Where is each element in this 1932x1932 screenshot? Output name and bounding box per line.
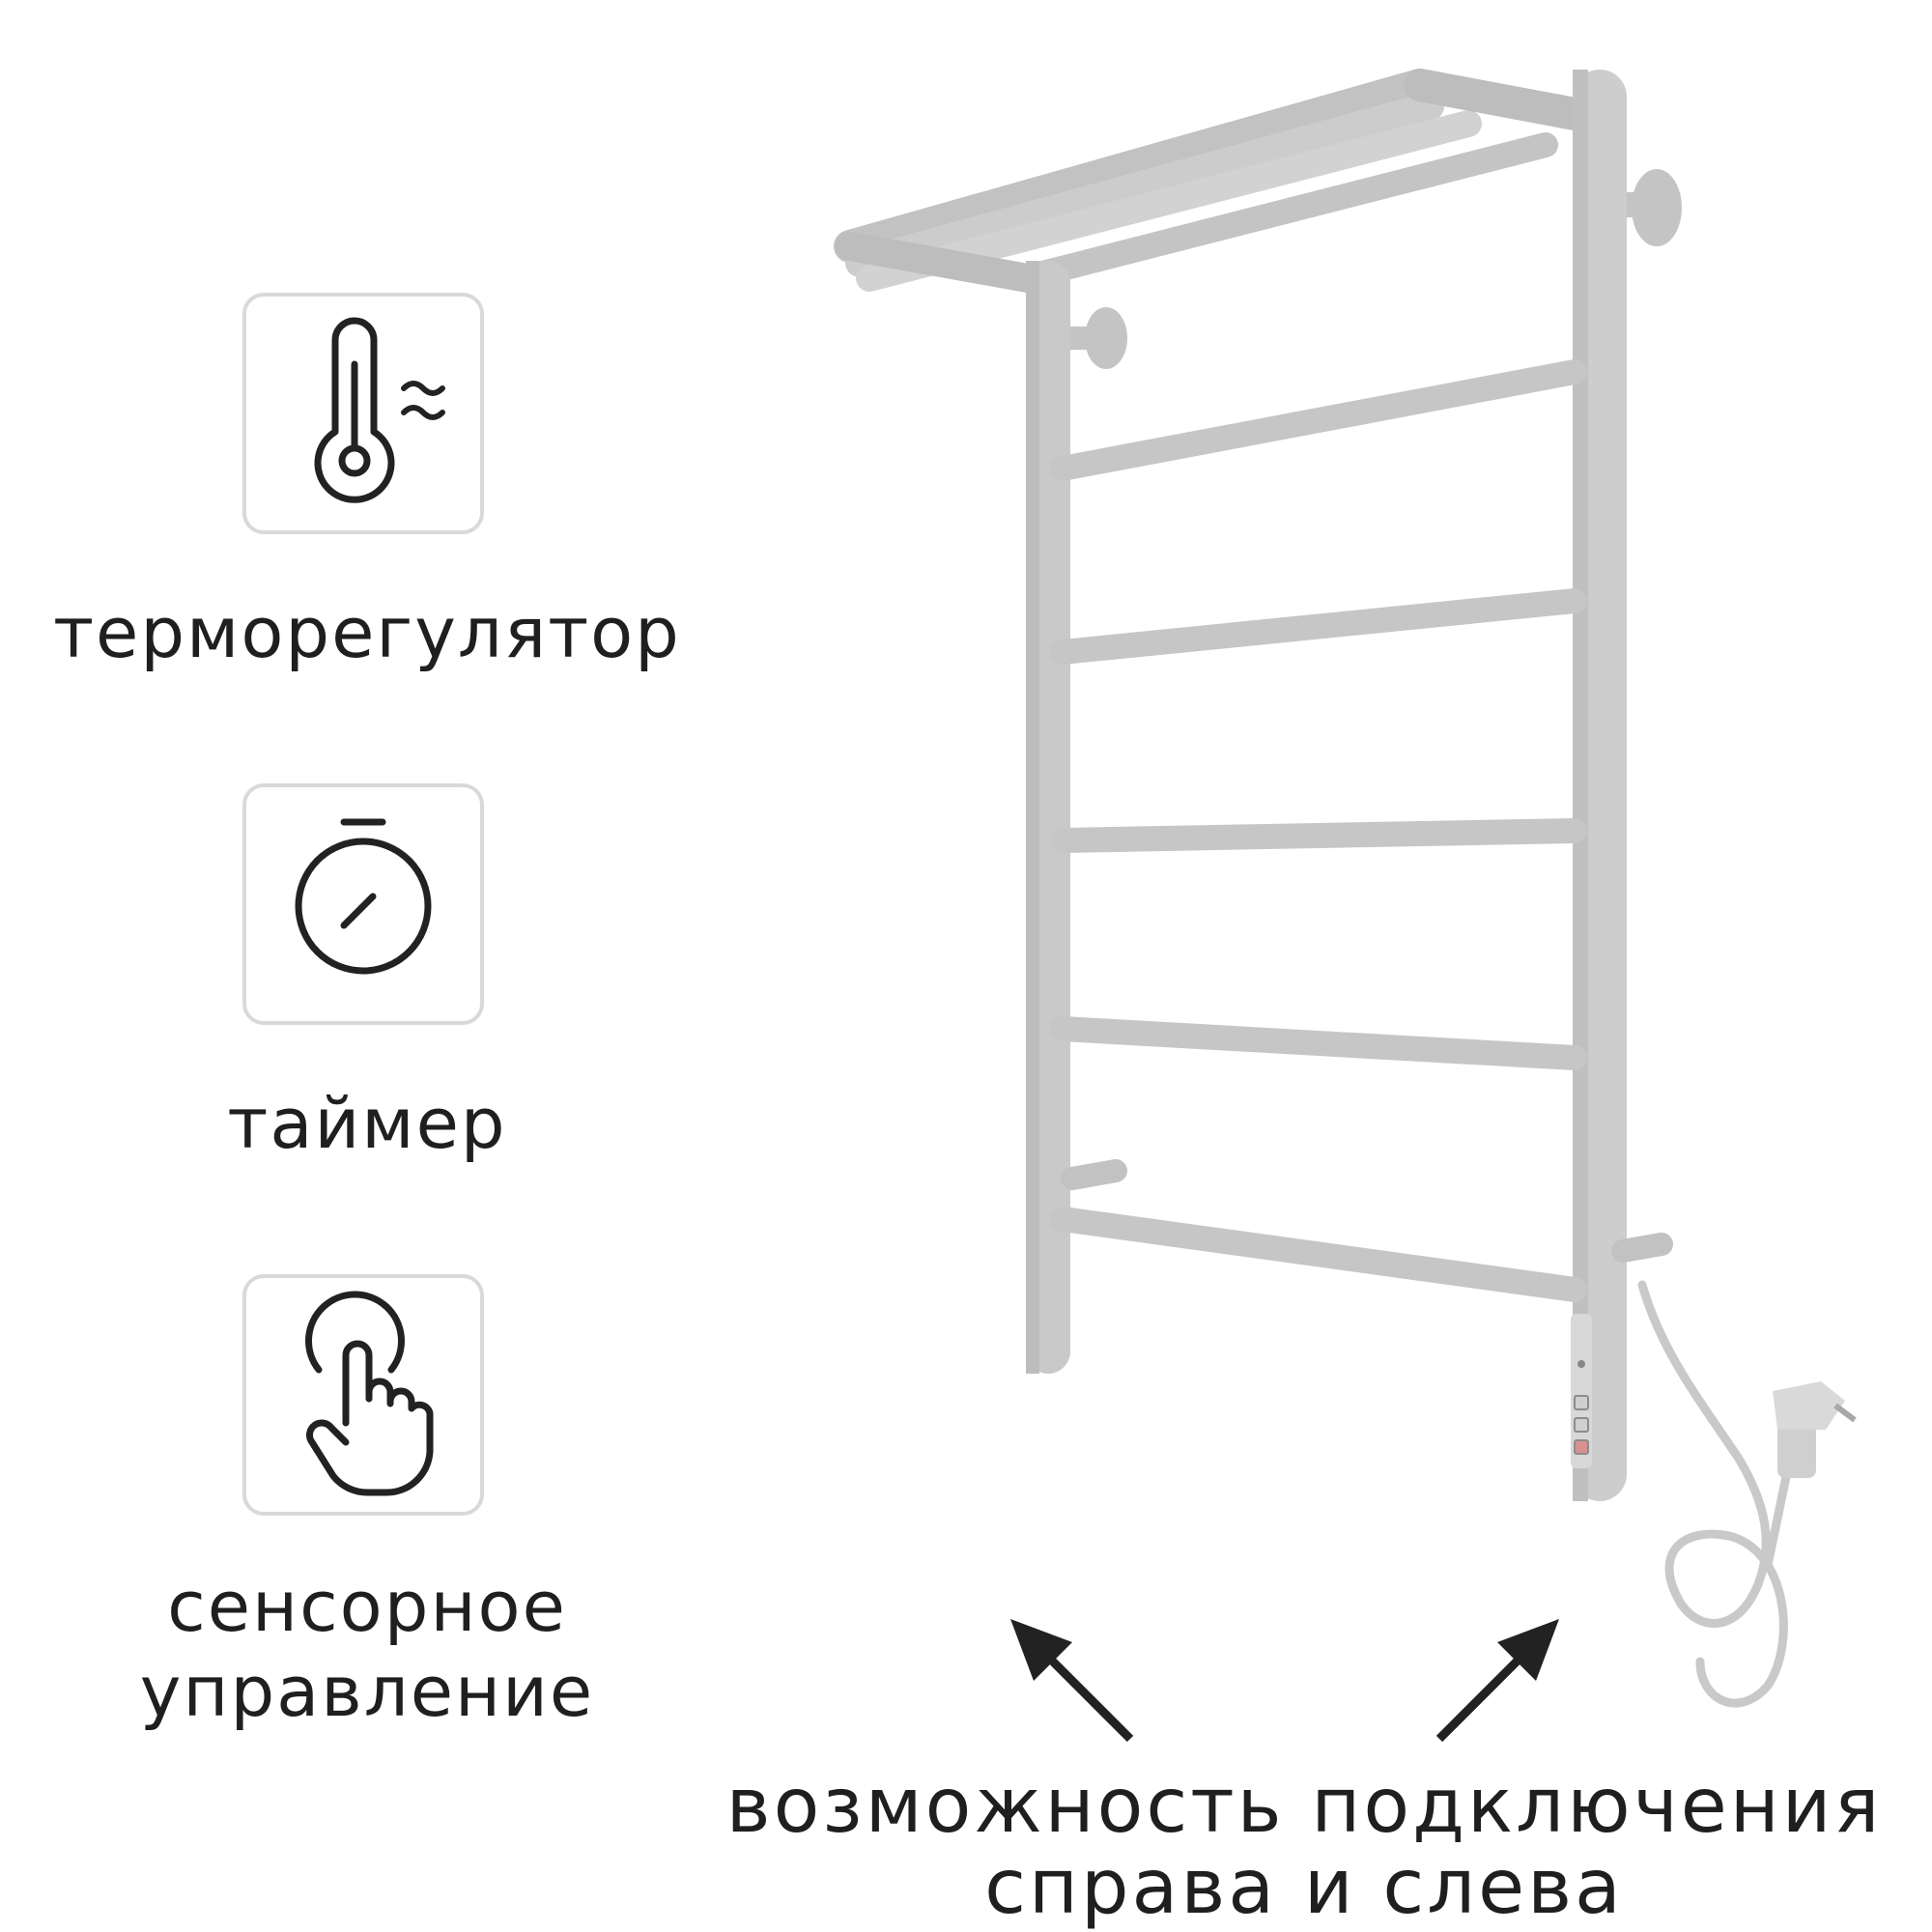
- feature-label-touch-line1: сенсорное: [167, 1566, 567, 1647]
- power-cable: [1637, 1280, 1797, 1708]
- feature-timer-box: [242, 783, 484, 1025]
- plug: [1773, 1381, 1857, 1478]
- left-arrow-icon: [1010, 1619, 1134, 1743]
- control-panel: [1571, 1314, 1592, 1468]
- connection-caption-line1: возможность подключения: [725, 1763, 1883, 1850]
- top-shelf: [834, 69, 1591, 295]
- crossbars: [1050, 359, 1587, 1302]
- feature-label-touch-line2: управление: [139, 1651, 595, 1732]
- stopwatch-icon: [295, 818, 432, 975]
- feature-touch-box: [242, 1274, 484, 1516]
- touch-hand-icon: [305, 1291, 434, 1496]
- connection-caption-line2: справа и слева: [984, 1844, 1624, 1931]
- feature-label-thermostat: терморегулятор: [53, 592, 681, 673]
- wall-mounts: [1070, 169, 1682, 369]
- right-arrow-icon: [1435, 1619, 1559, 1743]
- feature-label-timer: таймер: [227, 1083, 507, 1164]
- thermometer-icon: [314, 317, 445, 503]
- feature-thermostat-box: [242, 293, 484, 534]
